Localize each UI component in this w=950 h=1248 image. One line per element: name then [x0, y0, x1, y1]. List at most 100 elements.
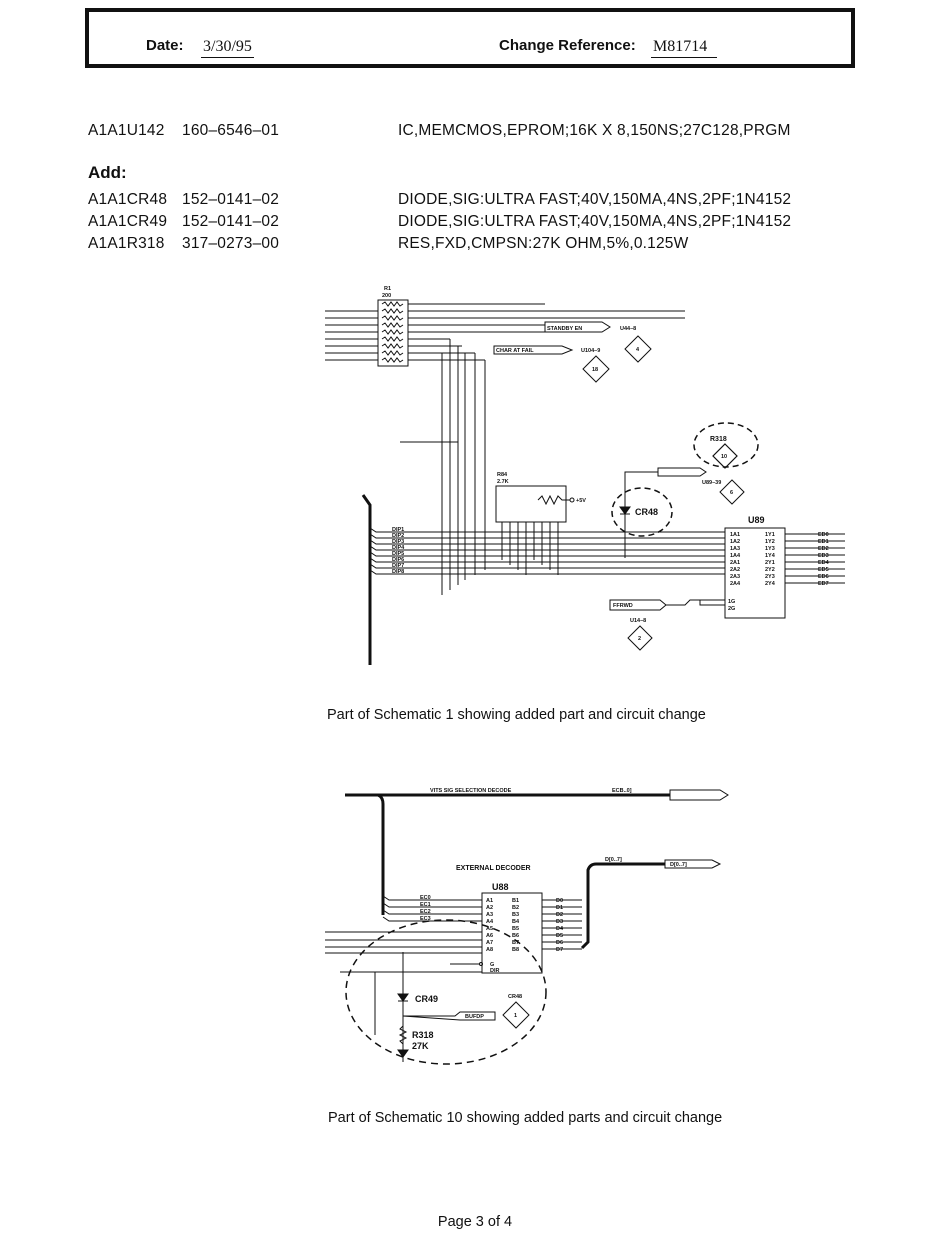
u89-pin-label: U89–39	[702, 480, 721, 486]
diamond-6-label: 6	[730, 490, 733, 496]
part-number: 152–0141–02	[182, 213, 280, 230]
diamond-4	[624, 335, 652, 363]
change-reference-value: M81714	[651, 38, 717, 58]
cr48-label: CR48	[508, 994, 522, 1000]
resistor-element	[381, 329, 404, 335]
bus-label: VITS SIG SELECTION DECODE	[430, 788, 512, 794]
u89-input-pin: 2A3	[730, 574, 740, 580]
u88-b-pin: B4	[512, 919, 520, 925]
u88-a-pin: A6	[486, 933, 493, 939]
u89-input-pin: 1A4	[730, 553, 741, 559]
dip-line	[369, 551, 725, 557]
d-bus-label: D[0..7]	[605, 857, 622, 863]
external-decoder-label: EXTERNAL DECODER	[456, 865, 531, 872]
dip-label: DIP3	[392, 539, 404, 545]
dip-line	[369, 563, 725, 569]
d-label: D3	[556, 919, 563, 925]
add-heading: Add:	[88, 163, 127, 182]
r84-resistor-pack	[495, 485, 567, 523]
u89-output-pin: 1Y1	[765, 532, 775, 538]
r318-value-label: 27K	[412, 1041, 429, 1051]
u89-input-pin: 1A2	[730, 539, 740, 545]
change-reference-label: Change Reference:	[499, 37, 636, 54]
u88-g-label: G	[490, 962, 494, 968]
schematic-1-caption: Part of Schematic 1 showing added part a…	[327, 707, 706, 723]
r318-label: R318	[710, 436, 727, 443]
r84-label: R84	[497, 472, 508, 478]
resistor-element	[381, 308, 404, 314]
diamond-10	[712, 443, 738, 469]
dip-line	[369, 539, 725, 545]
u88-chip	[481, 892, 543, 974]
ec-line	[382, 909, 482, 915]
part-ref: A1A1CR49	[88, 213, 168, 230]
u89-output-pin: 2Y4	[765, 581, 776, 587]
diamond-1	[502, 1001, 530, 1029]
dip-label: DIP2	[392, 533, 404, 539]
u89-1g-label: 1G	[728, 599, 735, 605]
resistor-element	[381, 357, 404, 363]
diamond-2	[627, 625, 653, 651]
dip-line	[369, 533, 725, 539]
u44-label: U44–8	[620, 326, 636, 332]
u104-label: U104–9	[581, 348, 600, 354]
u88-a-pin: A8	[486, 947, 493, 953]
resistor-element	[381, 322, 404, 328]
d-label: D5	[556, 933, 563, 939]
part-number: 152–0141–02	[182, 191, 280, 208]
dip-label: DIP6	[392, 557, 404, 563]
u14-label: U14–8	[630, 618, 646, 624]
r84-value: 2.7K	[497, 479, 509, 485]
ec-label: EC1	[420, 902, 431, 908]
ed-label: ED0	[818, 532, 829, 538]
u88-b-pin: B1	[512, 898, 519, 904]
dip-label: DIP8	[392, 569, 404, 575]
u89-output-pin: 1Y4	[765, 553, 776, 559]
u89-output-pin: 1Y2	[765, 539, 775, 545]
ec-line	[382, 895, 482, 901]
ec-label: EC3	[420, 916, 431, 922]
u89-output-pin: 2Y1	[765, 560, 775, 566]
dip-line	[369, 527, 725, 533]
part-description: IC,MEMCMOS,EPROM;16K X 8,150NS;27C128,PR…	[398, 122, 791, 139]
ec-line	[382, 902, 482, 908]
dip-line	[369, 557, 725, 563]
part-ref: A1A1CR48	[88, 191, 168, 208]
diamond-4-label: 4	[636, 347, 640, 353]
part-ref: A1A1R318	[88, 235, 165, 252]
ec-label: EC2	[420, 909, 431, 915]
schematic-10-diagram: VITS SIG SELECTION DECODE ECB..0] EXTERN…	[325, 788, 729, 1065]
ed-label: ED2	[818, 546, 829, 552]
part-number: 317–0273–00	[182, 235, 280, 252]
u89-chip	[724, 527, 786, 619]
ffrwd-label: FFRWD	[613, 603, 633, 609]
date-value: 3/30/95	[201, 38, 254, 58]
resistor-element	[381, 350, 404, 356]
date-label: Date:	[146, 37, 184, 54]
u88-label: U88	[492, 882, 509, 892]
page-number: Page 3 of 4	[437, 1214, 513, 1230]
diamond-1-label: 1	[514, 1013, 517, 1019]
resistor-element	[381, 336, 404, 342]
resistor-element	[381, 315, 404, 321]
dip-line	[369, 545, 725, 551]
standby-en-label: STANDBY EN	[547, 326, 582, 332]
r1-resistor-rows	[381, 301, 404, 363]
ec-line	[382, 916, 482, 922]
u88-b-pin: B2	[512, 905, 519, 911]
part-description: RES,FXD,CMPSN:27K OHM,5%,0.125W	[398, 235, 689, 252]
diamond-18-label: 18	[592, 367, 598, 373]
change-header-box: Date: 3/30/95 Change Reference: M81714	[85, 8, 855, 68]
cr48-label: CR48	[635, 507, 658, 517]
u88-b-pin: B6	[512, 933, 519, 939]
u89-2g-label: 2G	[728, 606, 735, 612]
resistor-element	[381, 301, 404, 307]
u89-input-pin: 2A2	[730, 567, 740, 573]
r1-resistor-pack	[377, 299, 409, 367]
schematic-1-diagram: R1 200 STANDBY EN U44–8 CHAR AT FAIL U10…	[325, 286, 845, 665]
diamond-18	[582, 355, 610, 383]
ec-label: EC0	[420, 895, 431, 901]
dip-label: DIP5	[392, 551, 404, 557]
schematic-10-caption: Part of Schematic 10 showing added parts…	[328, 1110, 723, 1126]
u89-label: U89	[748, 515, 765, 525]
